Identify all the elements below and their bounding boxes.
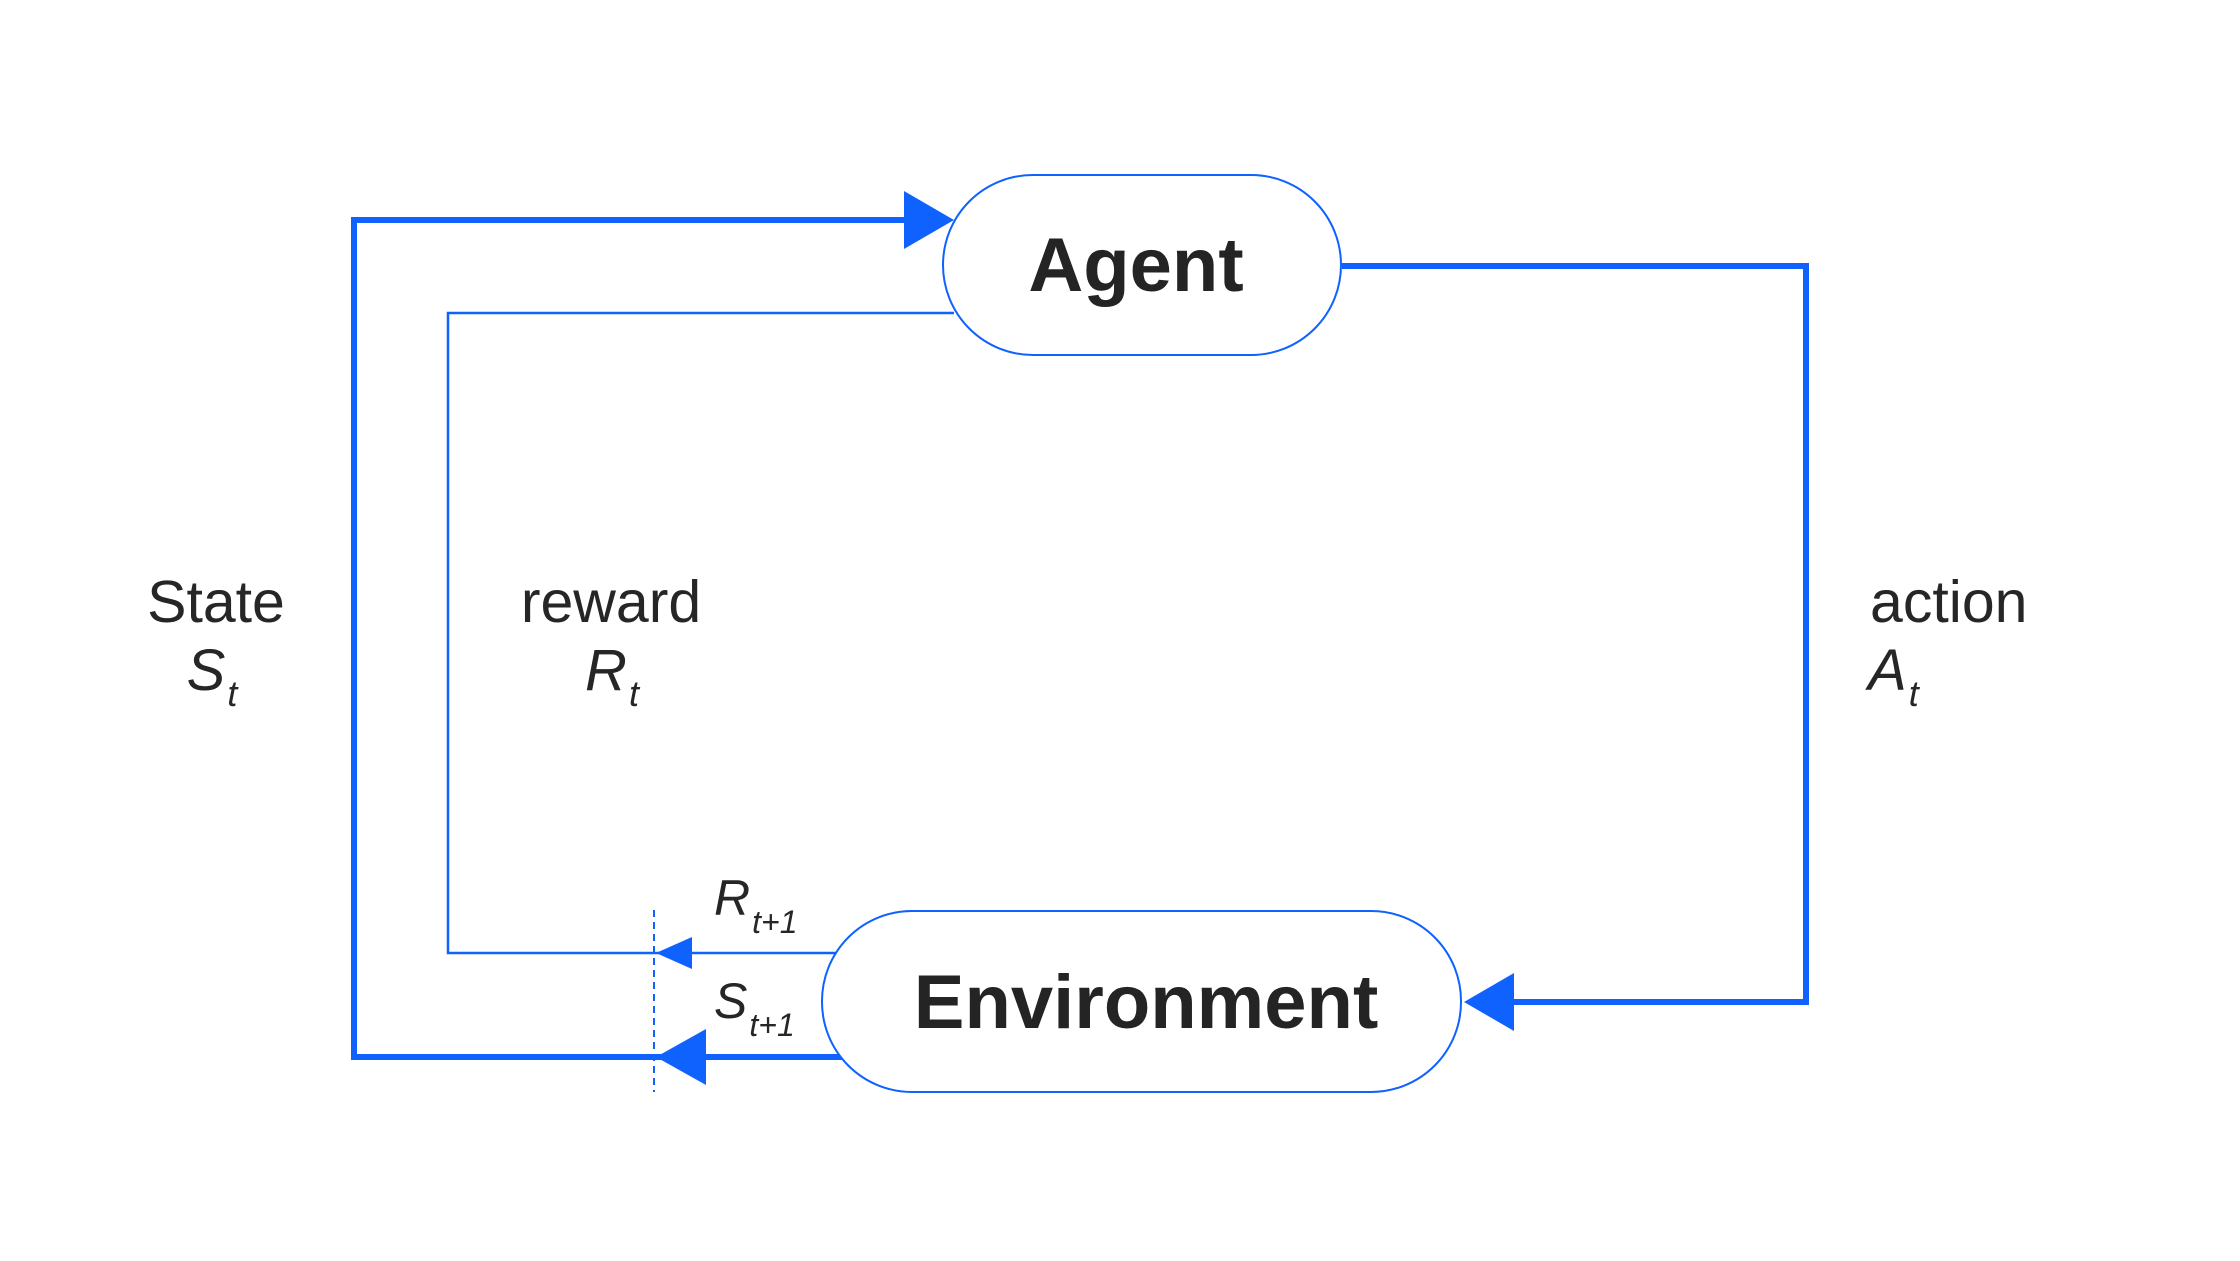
agent-node bbox=[942, 174, 1342, 356]
agent-label: Agent bbox=[1028, 223, 1243, 308]
environment-label: Environment bbox=[914, 960, 1379, 1045]
reward-word-label: reward bbox=[521, 569, 701, 635]
state-word-label: State bbox=[147, 569, 285, 635]
reward-subscript: t bbox=[629, 673, 641, 714]
reward-arrowhead-next bbox=[656, 937, 692, 969]
reward-symbol: Rt bbox=[585, 638, 641, 714]
reward-loop-line bbox=[446, 311, 954, 955]
action-subscript: t bbox=[1909, 673, 1921, 714]
environment-node bbox=[821, 910, 1462, 1093]
action-arrowhead-environment bbox=[1464, 973, 1514, 1031]
state-subscript: t bbox=[227, 673, 239, 714]
next-reward-subscript: t+1 bbox=[752, 904, 797, 940]
state-arrowhead-next bbox=[656, 1029, 706, 1085]
next-reward-symbol: Rt+1 bbox=[714, 870, 797, 940]
state-arrowhead-agent bbox=[904, 191, 954, 249]
state-symbol: St bbox=[187, 638, 240, 714]
action-word-label: action bbox=[1870, 569, 2027, 635]
state-loop-line bbox=[351, 217, 912, 1060]
next-state-symbol: St+1 bbox=[714, 973, 795, 1043]
action-symbol: At bbox=[1865, 638, 1921, 714]
action-line bbox=[1342, 263, 1809, 1005]
next-state-subscript: t+1 bbox=[749, 1007, 794, 1043]
